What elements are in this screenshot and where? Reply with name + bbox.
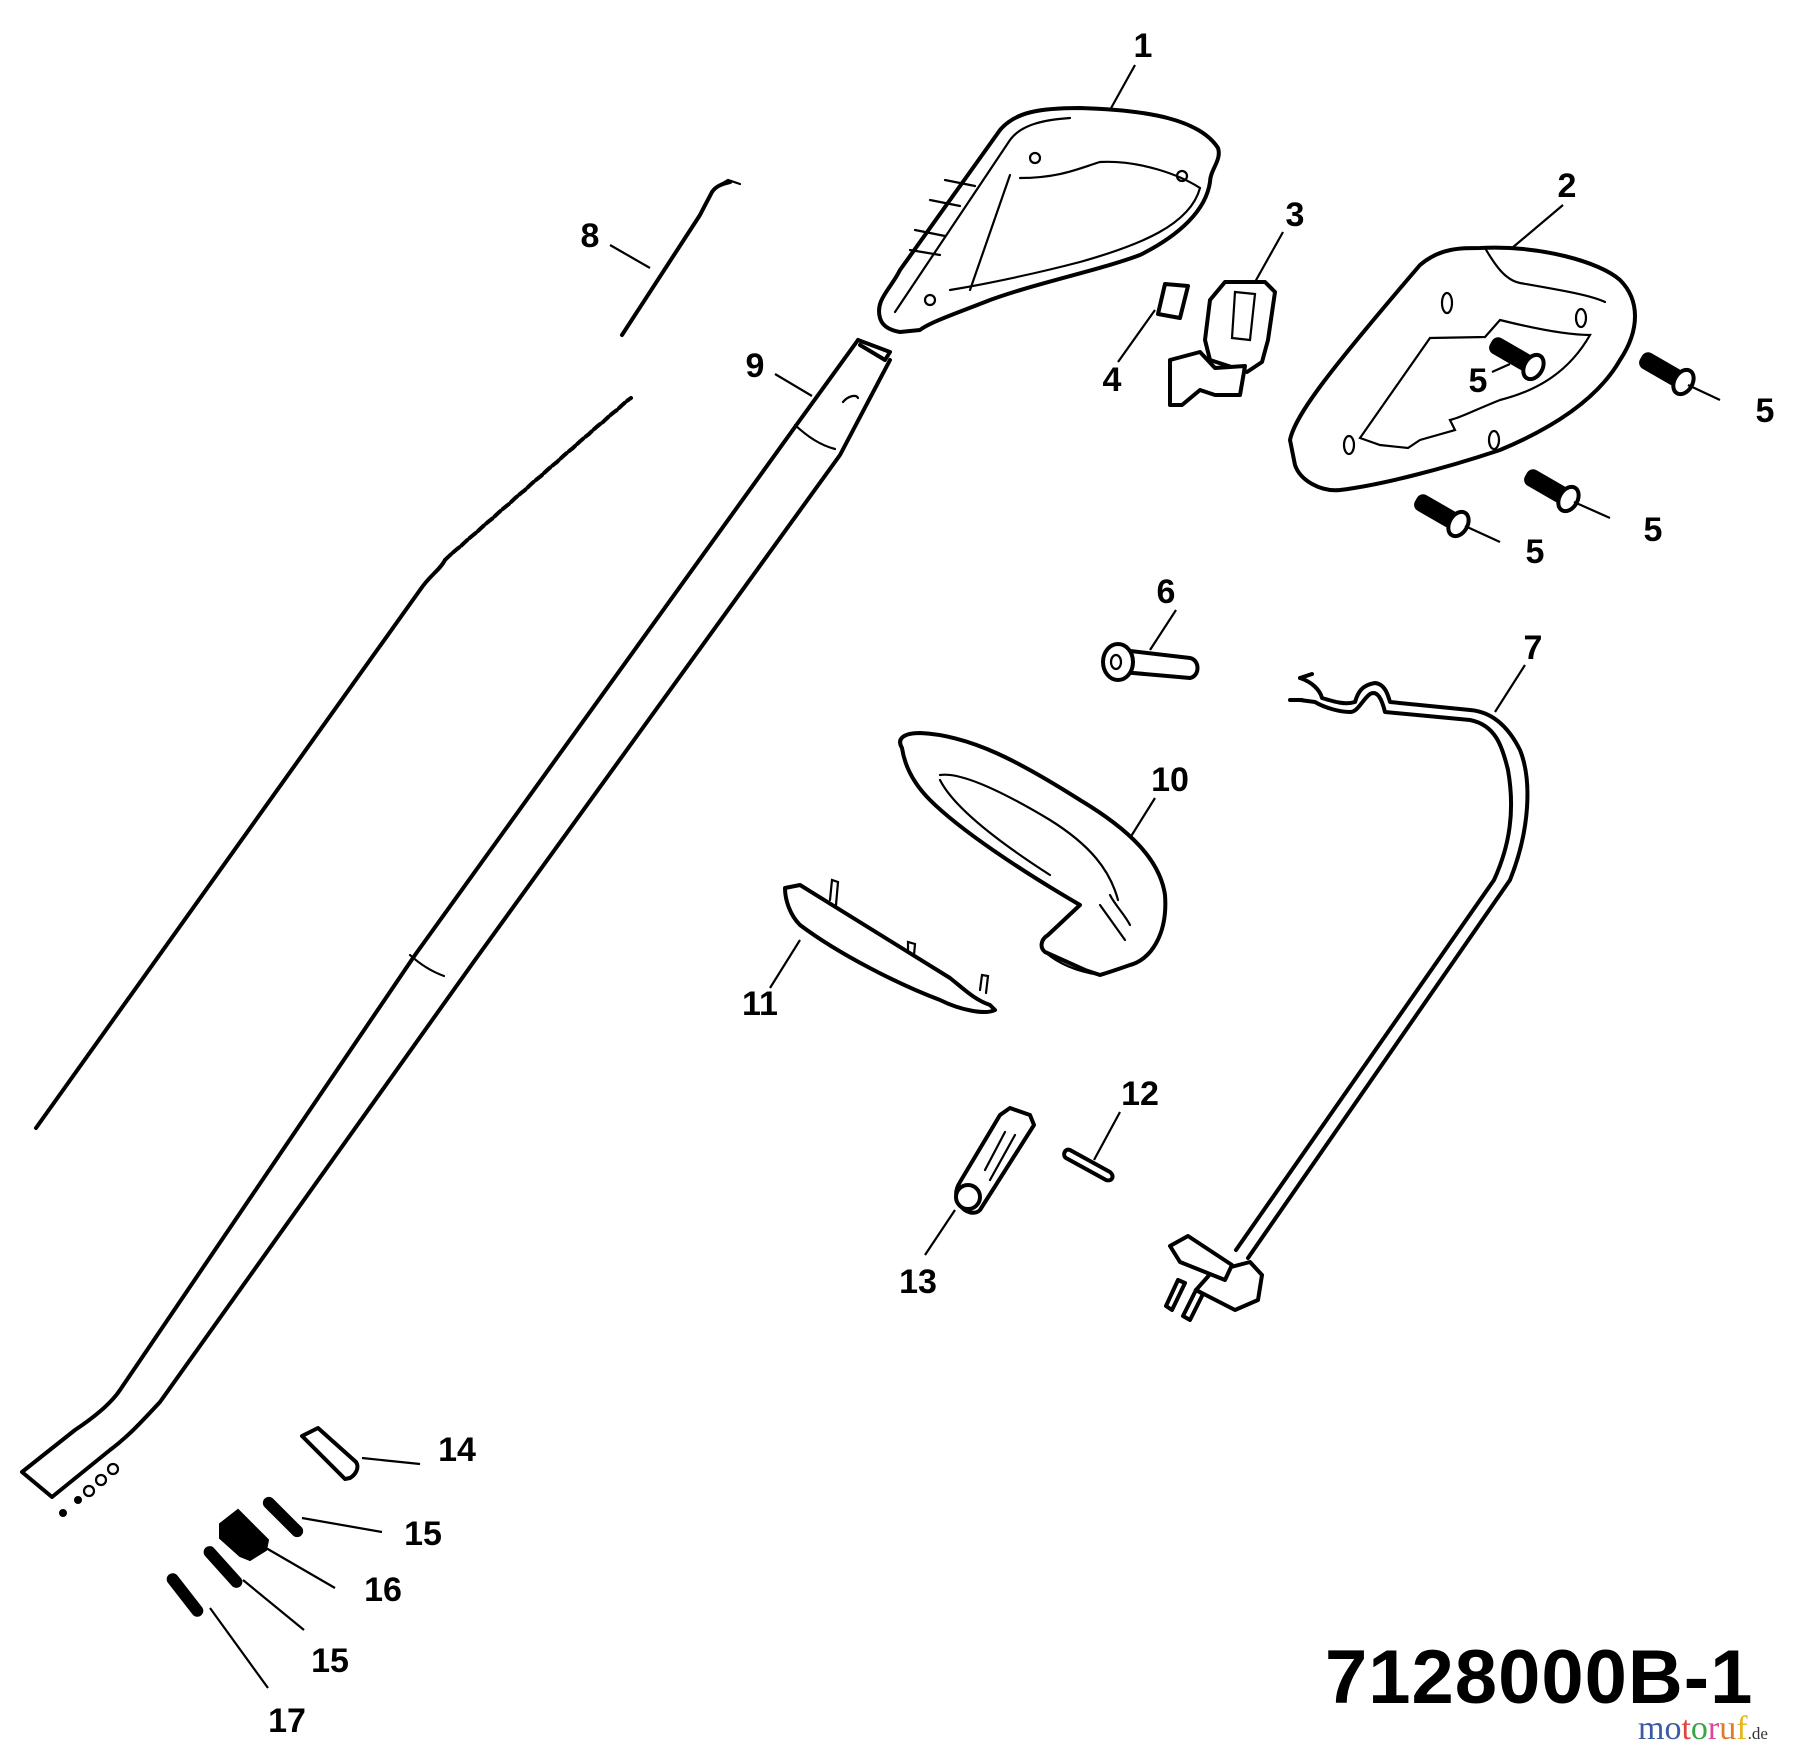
part-10-lower-grip [898, 731, 1168, 977]
part-label-15a: 15 [404, 1515, 442, 1553]
logo-letter: u [1719, 1710, 1737, 1747]
logo-letter: o [1664, 1710, 1682, 1747]
part-label-17: 17 [268, 1702, 306, 1740]
part-1-handle-housing [877, 106, 1221, 334]
part-14-end-cap [300, 1426, 360, 1481]
part-2-handle-cover [1288, 245, 1637, 493]
logo-letter: t [1681, 1710, 1691, 1747]
logo-letter: f [1736, 1710, 1748, 1747]
part-label-11: 11 [742, 985, 778, 1023]
part-label-16: 16 [364, 1571, 402, 1609]
part-17-rod [166, 1573, 204, 1617]
part-label-14: 14 [438, 1431, 476, 1469]
part-label-15b: 15 [311, 1642, 349, 1680]
part-9-handle-tube [20, 338, 892, 1517]
part-label-5d: 5 [1525, 533, 1545, 571]
part-label-12: 12 [1121, 1075, 1159, 1113]
part-label-5c: 5 [1643, 511, 1663, 549]
part-label-2: 2 [1557, 167, 1577, 205]
logo-letter: o [1690, 1710, 1708, 1747]
part-12-pin [1062, 1147, 1115, 1183]
part-label-1: 1 [1133, 27, 1153, 65]
part-11-grip-cover [783, 878, 997, 1014]
part-7-power-cable [1164, 672, 1530, 1322]
motoruf-logo: motoruf.de [1638, 1712, 1768, 1746]
part-4-insert [1156, 282, 1190, 320]
part-16-knob [219, 1508, 270, 1562]
part-label-9: 9 [745, 347, 765, 385]
part-label-10: 10 [1151, 761, 1189, 799]
logo-letter: m [1638, 1710, 1665, 1747]
part-label-5b: 5 [1755, 392, 1775, 430]
part-13-cable-clip [954, 1106, 1036, 1215]
logo-suffix: .de [1747, 1724, 1768, 1743]
part-8-bowden-cable [34, 178, 742, 1130]
part-label-8: 8 [580, 217, 600, 255]
part-5-screws [1414, 337, 1696, 539]
diagram-code: 7128000B-1 [1325, 1635, 1754, 1720]
part-label-5a: 5 [1468, 362, 1488, 400]
part-label-7: 7 [1523, 629, 1543, 667]
part-3-switch [1168, 280, 1277, 407]
part-label-13: 13 [899, 1263, 937, 1301]
part-label-3: 3 [1285, 196, 1305, 234]
part-15-washers [203, 1496, 304, 1588]
logo-letter: r [1707, 1710, 1720, 1747]
part-label-6: 6 [1156, 573, 1176, 611]
part-6-bolt [1101, 642, 1200, 682]
part-label-4: 4 [1102, 361, 1122, 399]
